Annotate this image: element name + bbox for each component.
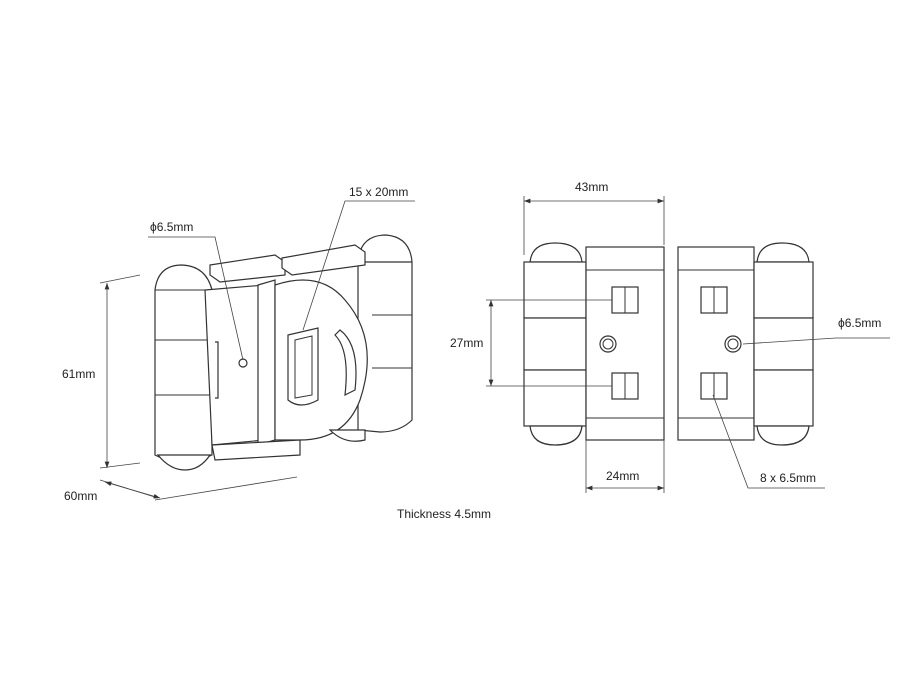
slot-size-label: 15 x 20mm	[349, 185, 408, 199]
right-dimensions: 43mm 27mm 24mm ϕ6.5mm 8 x 6.5mm	[450, 180, 890, 493]
screw-hole-icon	[238, 358, 248, 368]
thickness-note: Thickness 4.5mm	[397, 507, 491, 521]
hinge-front-view	[523, 242, 814, 446]
right-hole-diameter-label: ϕ6.5mm	[838, 316, 881, 330]
height-label: 61mm	[62, 367, 95, 381]
hinge-perspective-view	[154, 234, 413, 471]
hole-diameter-label: ϕ6.5mm	[150, 220, 193, 234]
width-label: 60mm	[64, 489, 97, 503]
right-slot-size-label: 8 x 6.5mm	[760, 471, 816, 485]
hole-spacing-label: 27mm	[450, 336, 483, 350]
left-dimensions: ϕ6.5mm 15 x 20mm 61mm 60mm	[62, 185, 415, 503]
plate-width-label: 24mm	[606, 469, 639, 483]
overall-width-label: 43mm	[575, 180, 608, 194]
